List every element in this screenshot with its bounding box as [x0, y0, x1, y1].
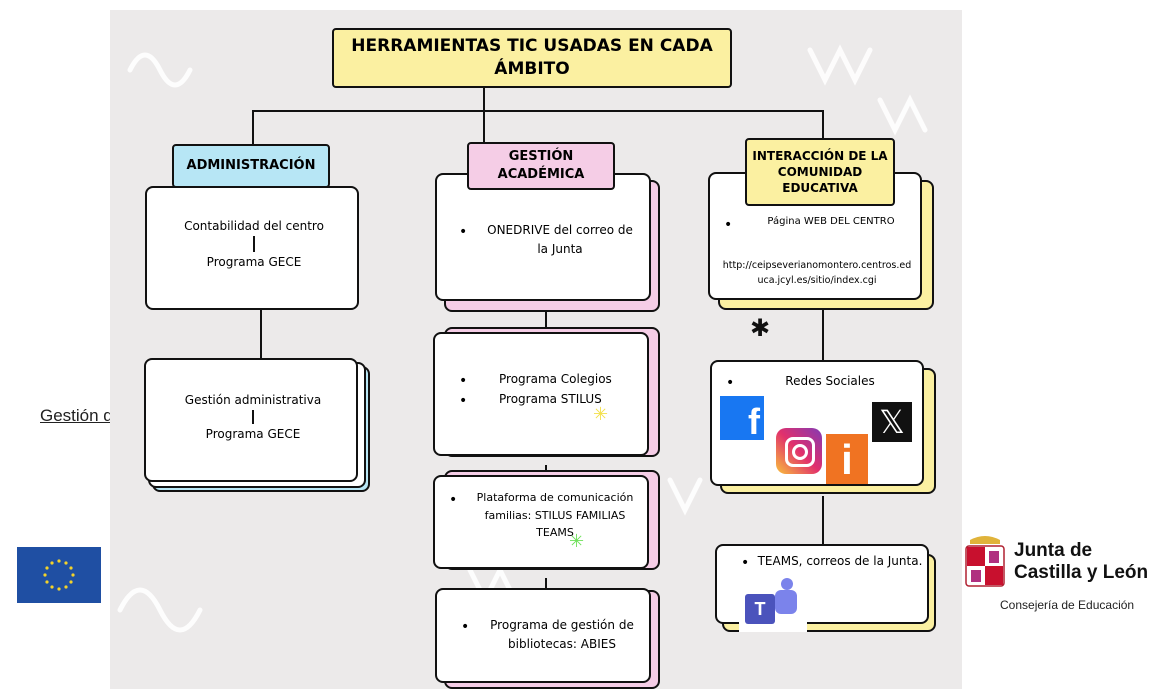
- interaction-card-3-title: TEAMS, correos de la Junta.: [757, 554, 923, 568]
- academic-card-abies: • Programa de gestión de bibliotecas: AB…: [435, 588, 651, 683]
- admin-card-1-title: Contabilidad del centro: [184, 219, 324, 233]
- instagram-icon[interactable]: [776, 428, 822, 474]
- header-administracion: ADMINISTRACIÓN: [172, 144, 330, 188]
- x-icon[interactable]: 𝕏: [872, 402, 912, 442]
- centro-url[interactable]: http://ceipseverianomontero.centros.educ…: [722, 260, 912, 287]
- diagram-title-text: HERRAMIENTAS TIC USADAS EN CADA ÁMBITO: [351, 36, 713, 79]
- academic-card-plataforma: • Plataforma de comunicación familias: S…: [433, 475, 649, 569]
- interaction-card-1-title: Página WEB DEL CENTRO: [767, 216, 895, 227]
- academic-card-1-item: ONEDRIVE del correo de la Junta: [487, 223, 633, 257]
- interaction-card-redes: • Redes Sociales f i 𝕏: [710, 360, 924, 486]
- interaction-card-2-title: Redes Sociales: [785, 374, 875, 388]
- academic-card-4-item: Programa de gestión de bibliotecas: ABIE…: [490, 618, 634, 652]
- asterisk-icon: ✱: [750, 314, 771, 342]
- sparkle-icon: ✳: [593, 404, 609, 425]
- academic-card-2-item2: Programa STILUS: [499, 392, 602, 406]
- sparkle-green-icon: ✳: [569, 531, 585, 552]
- header-gestion-academica: GESTIÓN ACADÉMICA: [467, 142, 615, 190]
- academic-card-onedrive: • ONEDRIVE del correo de la Junta: [435, 173, 651, 301]
- jcyl-logo: Junta de Castilla y León Consejería de E…: [958, 530, 1163, 620]
- jcyl-name-line2: Castilla y León: [1014, 562, 1149, 583]
- facebook-icon[interactable]: f: [720, 396, 764, 440]
- header-gestion-academica-text: GESTIÓN ACADÉMICA: [497, 149, 585, 182]
- admin-card-gestion: Contabilidad del centro Gestión administ…: [144, 358, 358, 482]
- admin-card-1-program: Programa GECE: [206, 255, 302, 270]
- admin-card-contabilidad: Contabilidad del centro Programa GECE: [145, 186, 359, 310]
- header-interaccion-text: INTERACCIÓN DE LA COMUNIDAD EDUCATIVA: [752, 148, 888, 196]
- academic-card-programas: • Programa Colegios • Programa STILUS ✳: [433, 332, 649, 456]
- eu-flag-logo: [17, 547, 101, 603]
- coat-of-arms-icon: [965, 536, 1005, 587]
- header-interaccion: INTERACCIÓN DE LA COMUNIDAD EDUCATIVA: [745, 138, 895, 206]
- academic-card-3-item: Plataforma de comunicación familias: STI…: [476, 491, 634, 540]
- academic-card-2-item1: Programa Colegios: [499, 372, 612, 386]
- diagram-canvas: HERRAMIENTAS TIC USADAS EN CADA ÁMBITO C…: [110, 10, 962, 689]
- admin-card-2-title: Gestión administrativa: [184, 393, 322, 407]
- gestion-link-text[interactable]: Gestión d: [40, 406, 113, 425]
- i-icon[interactable]: i: [826, 434, 868, 484]
- eu-stars-icon: [43, 559, 75, 591]
- diagram-title: HERRAMIENTAS TIC USADAS EN CADA ÁMBITO: [332, 28, 732, 88]
- jcyl-name-line1: Junta de: [1014, 540, 1093, 561]
- interaction-card-teams: • TEAMS, correos de la Junta. T: [715, 544, 929, 632]
- header-administracion-text: ADMINISTRACIÓN: [186, 158, 316, 174]
- teams-icon[interactable]: T: [739, 576, 807, 632]
- admin-card-2-program: Programa GECE: [205, 427, 301, 442]
- jcyl-department: Consejería de Educación: [1000, 598, 1135, 612]
